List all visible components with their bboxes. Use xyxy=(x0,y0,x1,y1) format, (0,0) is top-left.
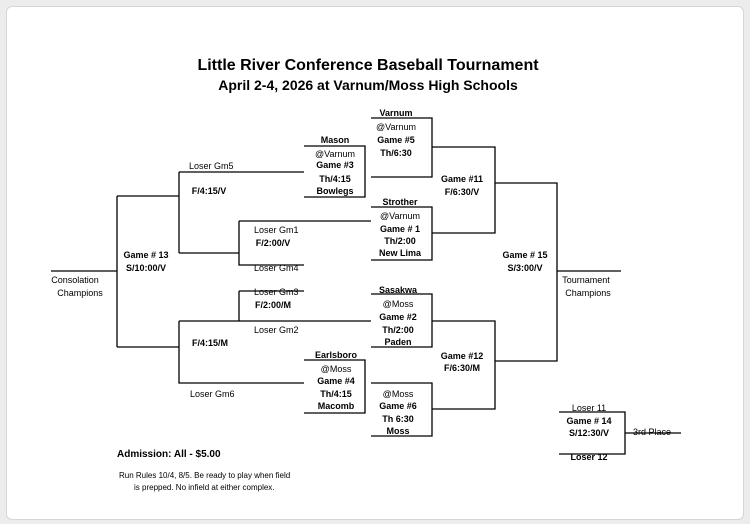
g1-time: Th/2:00 xyxy=(384,236,416,246)
g11-bracket xyxy=(432,146,496,234)
loser-gm4: Loser Gm4 xyxy=(254,263,299,273)
g3-bracket xyxy=(304,145,366,198)
g3-time: Th/4:15 xyxy=(319,174,351,184)
g6-site: @Moss xyxy=(382,389,414,399)
g5-team-top: Varnum xyxy=(379,108,413,118)
loser-gm6: Loser Gm6 xyxy=(190,389,235,399)
g12-name: Game #12 xyxy=(440,351,484,361)
g6-team-bottom: Moss xyxy=(386,426,410,436)
g14-name: Game # 14 xyxy=(566,416,612,426)
g11-name: Game #11 xyxy=(440,174,484,184)
g4-team-bottom: Macomb xyxy=(317,401,355,411)
g13-name: Game # 13 xyxy=(123,250,169,260)
g13-bracket xyxy=(51,195,179,348)
g5-name: Game #5 xyxy=(377,135,415,145)
loser-gm2: Loser Gm2 xyxy=(254,325,299,335)
g2-time: Th/2:00 xyxy=(382,325,414,335)
g4-site: @Moss xyxy=(320,364,352,374)
g4-team-top: Earlsboro xyxy=(314,350,358,360)
consolation-game-time-1: F/2:00/V xyxy=(255,238,291,248)
g15-time: S/3:00/V xyxy=(507,263,543,273)
lower-consolation-time: F/4:15/M xyxy=(191,338,229,348)
run-rules-line1: Run Rules 10/4, 8/5. Be ready to play wh… xyxy=(119,471,291,480)
g12-bracket xyxy=(432,320,496,410)
g3-site: @Varnum xyxy=(315,149,355,159)
consolation-label: Consolation xyxy=(51,275,99,285)
g3-name: Game #3 xyxy=(316,160,354,170)
bracket-sheet: Little River Conference Baseball Tournam… xyxy=(6,6,744,520)
g-f200m-bracket xyxy=(179,290,371,322)
g15-bracket xyxy=(495,182,558,362)
bracket-lines xyxy=(51,117,681,455)
g1-site: @Varnum xyxy=(380,211,420,221)
g11-time: F/6:30/V xyxy=(444,187,480,197)
g6-time: Th 6:30 xyxy=(382,414,414,424)
g1-team-bottom: New Lima xyxy=(378,248,422,258)
run-rules-line2: is prepped. No infield at either complex… xyxy=(134,483,275,492)
g3-team-bottom: Bowlegs xyxy=(316,186,354,196)
g13-time: S/10:00/V xyxy=(125,263,167,273)
g4-bracket xyxy=(304,359,366,414)
g2-team-top: Sasakwa xyxy=(378,285,418,295)
g14-top: Loser 11 xyxy=(571,403,607,413)
g2-name: Game #2 xyxy=(379,312,417,322)
third-place-label: 3rd Place xyxy=(633,427,672,437)
g4-name: Game #4 xyxy=(317,376,355,386)
loser-gm1: Loser Gm1 xyxy=(254,225,299,235)
page-title: Little River Conference Baseball Tournam… xyxy=(197,57,539,74)
g2-team-bottom: Paden xyxy=(384,337,412,347)
tournament-label: Tournament xyxy=(562,275,610,285)
g3-team-top: Mason xyxy=(320,135,350,145)
g12-time: F/6:30/M xyxy=(443,363,481,373)
admission-text: Admission: All - $5.00 xyxy=(117,449,221,460)
g5-time: Th/6:30 xyxy=(380,148,412,158)
g14-time: S/12:30/V xyxy=(568,428,610,438)
g15-name: Game # 15 xyxy=(502,250,548,260)
consolation-game-time-2: F/2:00/M xyxy=(254,300,292,310)
g6-name: Game #6 xyxy=(379,401,417,411)
g4-time: Th/4:15 xyxy=(320,389,352,399)
g5-site: @Varnum xyxy=(376,122,416,132)
loser-gm3: Loser Gm3 xyxy=(254,287,299,297)
g1-name: Game # 1 xyxy=(379,224,421,234)
g2-site: @Moss xyxy=(382,299,414,309)
page-subtitle: April 2-4, 2026 at Varnum/Moss High Scho… xyxy=(218,77,518,93)
tournament-champions-label: Champions xyxy=(565,288,611,298)
g1-team-top: Strother xyxy=(382,197,418,207)
g14-bottom: Loser 12 xyxy=(570,452,608,462)
loser-gm5: Loser Gm5 xyxy=(189,161,234,171)
g-f200v-bracket xyxy=(179,220,371,266)
upper-consolation-time: F/4:15/V xyxy=(191,186,227,196)
consolation-champions-label: Champions xyxy=(57,288,103,298)
lower-f415-bracket xyxy=(178,321,304,384)
